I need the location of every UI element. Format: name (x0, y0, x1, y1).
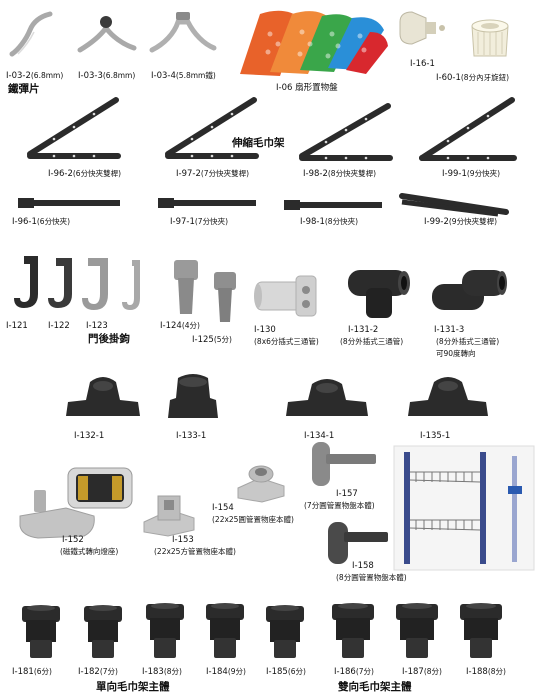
label-i03-4: I-03-4(5.8mm鐵) (151, 71, 216, 81)
body-i185-image (266, 605, 304, 658)
holder-i158-image (328, 522, 388, 564)
holder-i153-image (143, 495, 195, 537)
label-i96-1: I-96-1(6分快夾) (12, 217, 70, 227)
rack-i99-2-image (399, 193, 509, 217)
heading-door-hooks: 門後掛鉤 (88, 333, 130, 345)
label-i131-3-note: 可90度轉向 (436, 349, 476, 358)
wire-shelf-photo (393, 445, 535, 571)
rack-i99-1-image (419, 97, 517, 161)
part-i16-1-image (399, 11, 445, 45)
tee-i131-3-image (432, 270, 507, 310)
label-i16-1: I-16-1 (410, 59, 435, 69)
rack-i96-1-image (18, 198, 120, 208)
body-i187-image (396, 603, 438, 658)
label-i134-1: I-134-1 (304, 431, 335, 441)
body-i186-image (332, 603, 374, 658)
holder-i157-image (312, 442, 376, 486)
label-i131-3: I-131-3 (434, 325, 465, 335)
magnet-lamp-base-image (67, 467, 133, 509)
label-i131-2: I-131-2 (348, 325, 379, 335)
label-i152-desc: (磁鐵式轉向燈座) (60, 547, 119, 556)
label-i121: I-121 (6, 321, 28, 331)
label-i132-1: I-132-1 (74, 431, 105, 441)
hook-i121-image (14, 256, 38, 308)
label-i153-desc: (22x25方管置物座本體) (154, 547, 236, 556)
rack-i98-2-image (299, 103, 393, 161)
label-i131-2-desc: (8分外插式三通管) (340, 337, 404, 346)
label-i154: I-154 (212, 503, 234, 513)
rack-i98-1-image (284, 200, 382, 210)
heading-spring-clips: 鐵彈片 (8, 83, 40, 95)
clamp-i135-1-image (408, 377, 488, 416)
label-i98-1: I-98-1(8分快夾) (300, 217, 358, 227)
label-i157: I-157 (336, 489, 358, 499)
body-i183-image (146, 603, 184, 658)
body-i188-image (460, 603, 502, 658)
label-i186: I-186(7分) (334, 667, 374, 677)
label-i183: I-183(8分) (142, 667, 182, 677)
label-i158: I-158 (352, 561, 374, 571)
body-i181-image (22, 605, 60, 658)
hook-i123b-image (122, 260, 140, 310)
label-i60-1: I-60-1(8分內牙旋鈕) (436, 73, 509, 83)
clamp-i133-1-image (168, 374, 218, 418)
rack-i96-2-image (27, 97, 121, 159)
label-i133-1: I-133-1 (176, 431, 207, 441)
spring-clip-i03-3-image (77, 16, 137, 53)
label-i122: I-122 (48, 321, 70, 331)
label-i158-desc: (8分圓管置物盤本體) (336, 573, 407, 582)
spring-clip-i03-2-image (9, 11, 53, 57)
label-i154-desc: (22x25圓管置物座本體) (212, 515, 294, 524)
label-i130: I-130 (254, 325, 276, 335)
label-i135-1: I-135-1 (420, 431, 451, 441)
label-i181: I-181(6分) (12, 667, 52, 677)
label-i130-desc: (8x6分插式三通管) (254, 337, 319, 346)
label-i152: I-152 (62, 535, 84, 545)
label-i03-2: I-03-2(6.8mm) (6, 71, 64, 81)
holder-i152-image (19, 490, 95, 539)
tee-i131-2-image (348, 270, 410, 318)
part-i124-image (174, 260, 198, 314)
label-i97-2: I-97-2(7分快夾雙桿) (176, 169, 249, 179)
label-i185: I-185(6分) (266, 667, 306, 677)
rack-i97-1-image (158, 198, 256, 208)
hook-i122-image (48, 258, 72, 308)
knob-i60-1-image (471, 19, 509, 57)
spring-clip-i03-4-image (149, 12, 217, 53)
rack-i97-2-image (165, 97, 259, 159)
label-i153: I-153 (172, 535, 194, 545)
label-i123: I-123 (86, 321, 108, 331)
body-i184-image (206, 603, 244, 658)
clamp-i132-1-image (66, 377, 140, 416)
label-i06: I-06 扇形置物盤 (276, 83, 338, 93)
clamp-i134-1-image (286, 379, 368, 416)
heading-single-towel-rack-body: 單向毛巾架主體 (96, 681, 170, 693)
label-i182: I-182(7分) (78, 667, 118, 677)
label-i125: I-125(5分) (192, 335, 232, 345)
heading-telescoping-towel-rack: 伸縮毛巾架 (232, 137, 285, 149)
label-i187: I-187(8分) (402, 667, 442, 677)
label-i188: I-188(8分) (466, 667, 506, 677)
label-i99-1: I-99-1(9分快夾) (442, 169, 500, 179)
label-i99-2: I-99-2(9分快夾雙桿) (424, 217, 497, 227)
fan-tray-i06-image (240, 10, 388, 76)
label-i96-2: I-96-2(6分快夾雙桿) (48, 169, 121, 179)
label-i98-2: I-98-2(8分快夾雙桿) (303, 169, 376, 179)
tee-i130-image (254, 275, 317, 317)
hook-i123-image (82, 258, 108, 310)
body-i182-image (84, 605, 122, 658)
heading-double-towel-rack-body: 雙向毛巾架主體 (338, 681, 412, 693)
label-i124: I-124(4分) (160, 321, 200, 331)
label-i97-1: I-97-1(7分快夾) (170, 217, 228, 227)
label-i03-3: I-03-3(6.8mm) (78, 71, 136, 81)
label-i157-desc: (7分圓管置物盤本體) (304, 501, 375, 510)
holder-i154-image (237, 465, 285, 503)
label-i184: I-184(9分) (206, 667, 246, 677)
label-i131-3-desc: (8分外插式三通管) (436, 337, 500, 346)
part-i125-image (214, 272, 236, 322)
